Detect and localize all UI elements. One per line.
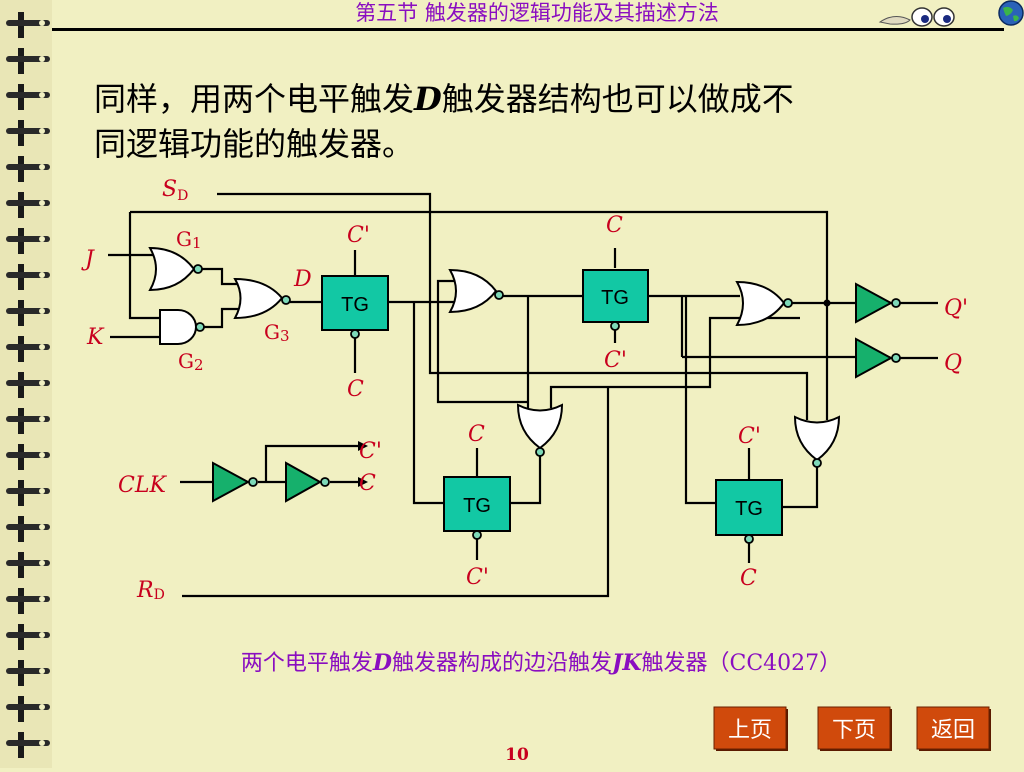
wires [108,192,855,598]
transmission-gate-2: TG [443,476,511,540]
body-text-line-1: 同样，用两个电平触发D触发器结构也可以做成不 [94,80,794,118]
page-title: 第五节 触发器的逻辑功能及其描述方法 [355,1,719,25]
back-label: 返回 [931,718,975,743]
or-gate-4 [793,415,841,468]
next-page-button[interactable]: 下页 [817,706,892,751]
figure-caption: 两个电平触发D触发器构成的边沿触发JK触发器（CC4027） [241,650,841,676]
g1-label: G1 [176,227,202,252]
clk-c-bar-out-label: C' [359,439,382,464]
output-inverter-q-bar [855,282,938,324]
or-gate-g1 [148,246,203,292]
header-rule [52,28,1004,31]
q-output-label: Q [944,351,962,376]
clk-inverter-1 [212,461,258,503]
tg4-c-label: C [740,566,757,591]
g2-label: G2 [178,349,204,374]
page-number: 10 [505,745,529,765]
clk-label: CLK [118,473,167,498]
transmission-gate-4: TG [715,479,783,544]
or-gate-g3 [233,277,291,320]
prev-page-button[interactable]: 上页 [713,706,788,751]
g3-label: G3 [264,320,290,345]
tg-label: TG [601,287,629,309]
transmission-gate-3: TG [582,269,649,331]
tg2-c-bar-label: C' [466,565,489,590]
sd-label: SD [162,177,188,204]
output-inverter-q [855,337,938,379]
tg-label: TG [735,498,763,520]
tg-label: TG [341,294,369,316]
tg1-c-label: C [347,377,364,402]
next-page-label: 下页 [832,718,876,743]
transmission-gate-1: TG [321,275,389,339]
clk-c-out-label: C [359,471,376,496]
or-gate-2 [516,403,564,457]
header-bar: 第五节 触发器的逻辑功能及其描述方法 [52,0,1024,31]
or-gate-1 [448,268,504,314]
d-label: D [293,267,312,292]
tg2-c-label: C [468,422,485,447]
spiral-binding-icon [0,0,52,768]
eyes-icon [878,7,955,27]
tg3-c-label: C [606,213,623,238]
k-label: K [86,325,105,350]
rd-label: RD [136,578,165,603]
tg-label: TG [463,495,491,517]
tg1-c-bar-label: C' [347,223,370,248]
globe-icon[interactable] [998,0,1024,26]
prev-page-label: 上页 [728,718,772,743]
tg4-c-bar-label: C' [738,424,761,449]
jk-flip-flop-circuit: TG TG TG TG [81,177,968,603]
and-gate-g2 [159,309,205,345]
j-label: J [81,247,95,272]
q-bar-output-label: Q' [944,296,968,321]
clk-inverter-2 [285,461,330,503]
tg3-c-bar-label: C' [604,348,627,373]
body-text-line-2: 同逻辑功能的触发器。 [94,125,414,163]
or-gate-3 [735,280,793,327]
back-button[interactable]: 返回 [916,706,991,751]
